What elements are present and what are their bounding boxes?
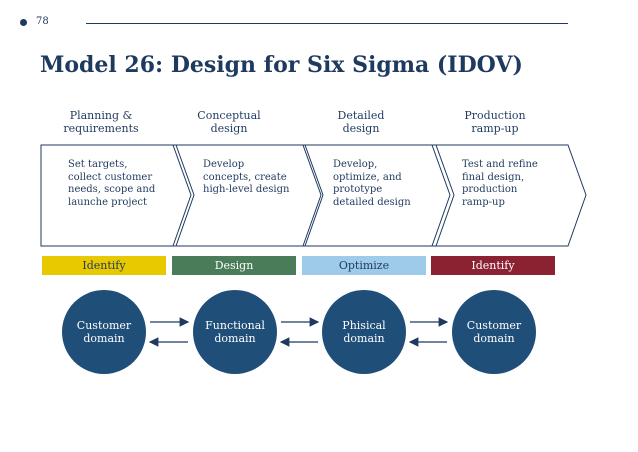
domain-customer-final: Customer domain [452, 290, 536, 374]
domain-functional: Functional domain [193, 290, 277, 374]
domain-customer: Customer domain [62, 290, 146, 374]
phase-heading-production: Production ramp-up [464, 109, 526, 135]
domain-label: Functional domain [205, 319, 265, 345]
phase-desc-conceptual: Develop concepts, create high-level desi… [203, 159, 290, 195]
phase-desc-production: Test and refine final design, production… [462, 159, 538, 208]
domain-physical: Phisical domain [322, 290, 406, 374]
header-rule [86, 23, 568, 24]
page-title: Model 26: Design for Six Sigma (IDOV) [40, 52, 523, 78]
stage-bar-optimize: Optimize [302, 256, 426, 275]
phase-desc-detailed: Develop, optimize, and prototype detaile… [333, 159, 411, 208]
stage-bar-design: Design [172, 256, 296, 275]
bullet-dot-icon [20, 19, 27, 26]
domain-label: Phisical domain [342, 319, 386, 345]
phase-heading-planning: Planning & requirements [63, 109, 139, 135]
stage-bar-identify-final: Identify [431, 256, 555, 275]
domain-label: Customer domain [76, 319, 132, 345]
page-number: 78 [36, 16, 49, 27]
phase-desc-planning: Set targets, collect customer needs, sco… [68, 159, 156, 208]
page-header: 78 [20, 12, 568, 32]
phase-heading-conceptual: Conceptual design [197, 109, 261, 135]
stage-bar-identify: Identify [42, 256, 166, 275]
phase-heading-detailed: Detailed design [337, 109, 385, 135]
domain-label: Customer domain [466, 319, 522, 345]
